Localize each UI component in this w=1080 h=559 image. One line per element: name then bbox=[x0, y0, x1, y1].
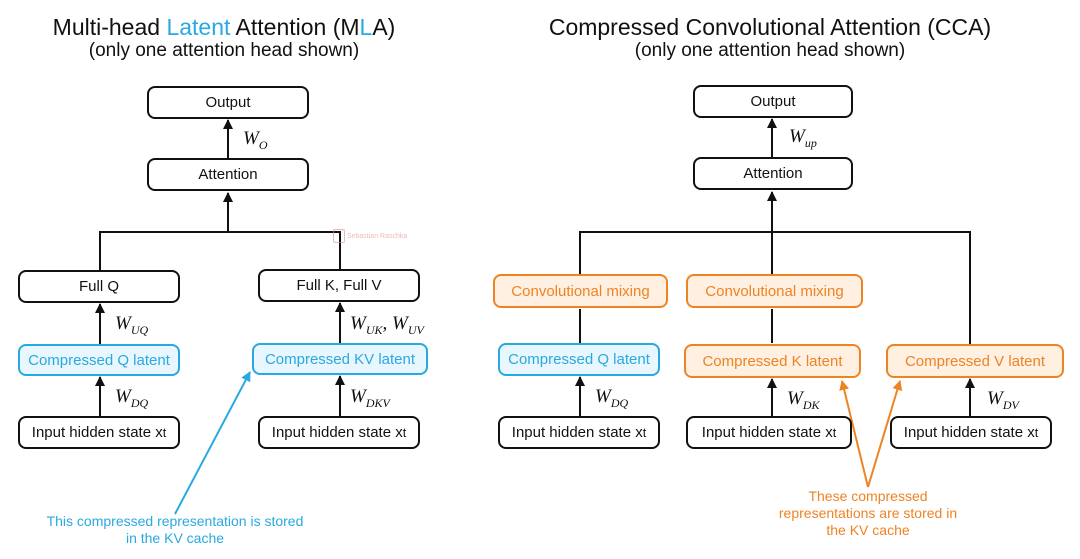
watermark-text: Sebastian Raschka bbox=[346, 232, 408, 240]
left-attention-box: Attention bbox=[147, 158, 309, 191]
left-compressed-kv-box: Compressed KV latent bbox=[252, 343, 428, 375]
input-subscript: t bbox=[642, 425, 647, 440]
right-attention-box: Attention bbox=[693, 157, 853, 190]
w-subscript: DKV bbox=[365, 395, 390, 410]
watermark-icon bbox=[333, 229, 345, 243]
input-subscript: t bbox=[832, 425, 837, 440]
right-subtitle: (only one attention head shown) bbox=[634, 40, 906, 61]
input-subscript: t bbox=[1034, 425, 1039, 440]
w-subscript: up bbox=[804, 135, 817, 150]
right-title: Compressed Convolutional Attention (CCA) bbox=[548, 14, 992, 40]
input-label: Input hidden state x bbox=[31, 424, 163, 441]
w-symbol: W bbox=[350, 313, 366, 334]
w-subscript: DQ bbox=[130, 395, 149, 410]
left-full-kv-box: Full K, Full V bbox=[258, 269, 420, 302]
w-symbol: W bbox=[350, 386, 366, 407]
left-title-part: Multi-head bbox=[52, 14, 167, 40]
left-title-l: L bbox=[359, 14, 373, 40]
w-subscript: UV bbox=[407, 322, 424, 337]
w-symbol: W bbox=[115, 313, 131, 334]
watermark-logo: Sebastian Raschka bbox=[333, 229, 407, 243]
w-symbol: W bbox=[115, 386, 131, 407]
left-title-part: A) bbox=[372, 14, 396, 40]
w-subscript: DQ bbox=[610, 395, 629, 410]
input-label: Input hidden state x bbox=[701, 424, 833, 441]
input-subscript: t bbox=[162, 425, 167, 440]
left-w-o-label: WO bbox=[243, 128, 268, 153]
input-label: Input hidden state x bbox=[271, 424, 403, 441]
w-subscript: UK bbox=[365, 322, 383, 337]
w-symbol: W bbox=[789, 126, 805, 147]
right-compressed-q-box: Compressed Q latent bbox=[498, 343, 660, 376]
left-w-dq-label: WDQ bbox=[115, 386, 148, 411]
w-subscript: DK bbox=[802, 397, 820, 412]
left-title: Multi-head Latent Attention (MLA) bbox=[0, 14, 448, 41]
left-w-ukuv-label: WUK, WUV bbox=[350, 313, 424, 337]
w-subscript: UQ bbox=[130, 322, 149, 337]
left-title-latent: Latent bbox=[166, 14, 231, 40]
input-subscript: t bbox=[402, 425, 407, 440]
left-w-dkv-label: WDKV bbox=[350, 386, 390, 411]
input-label: Input hidden state x bbox=[903, 424, 1035, 441]
left-compressed-q-box: Compressed Q latent bbox=[18, 344, 180, 376]
right-w-dv-label: WDV bbox=[987, 388, 1019, 413]
right-compressed-k-box: Compressed K latent bbox=[684, 344, 861, 378]
w-symbol: W bbox=[392, 313, 408, 334]
right-w-dq-label: WDQ bbox=[595, 386, 628, 411]
right-kv-cache-note: These compressed representations are sto… bbox=[778, 488, 958, 538]
left-w-uq-label: WUQ bbox=[115, 313, 148, 338]
left-full-q-box: Full Q bbox=[18, 270, 180, 303]
left-output-box: Output bbox=[147, 86, 309, 119]
right-conv-mixing-box-2: Convolutional mixing bbox=[686, 274, 863, 308]
w-subscript: O bbox=[258, 137, 268, 152]
w-subscript: DV bbox=[1002, 397, 1019, 412]
w-symbol: W bbox=[243, 128, 259, 149]
right-conv-mixing-box-1: Convolutional mixing bbox=[493, 274, 668, 308]
left-subtitle: (only one attention head shown) bbox=[88, 40, 360, 61]
right-compressed-v-box: Compressed V latent bbox=[886, 344, 1064, 378]
left-kv-cache-note: This compressed representation is stored… bbox=[46, 513, 304, 546]
right-w-dk-label: WDK bbox=[787, 388, 820, 413]
w-symbol: W bbox=[987, 388, 1003, 409]
w-symbol: W bbox=[595, 386, 611, 407]
right-output-box: Output bbox=[693, 85, 853, 118]
right-w-up-label: Wup bbox=[789, 126, 817, 151]
w-symbol: W bbox=[787, 388, 803, 409]
left-title-part: Attention (M bbox=[230, 14, 360, 40]
input-label: Input hidden state x bbox=[511, 424, 643, 441]
